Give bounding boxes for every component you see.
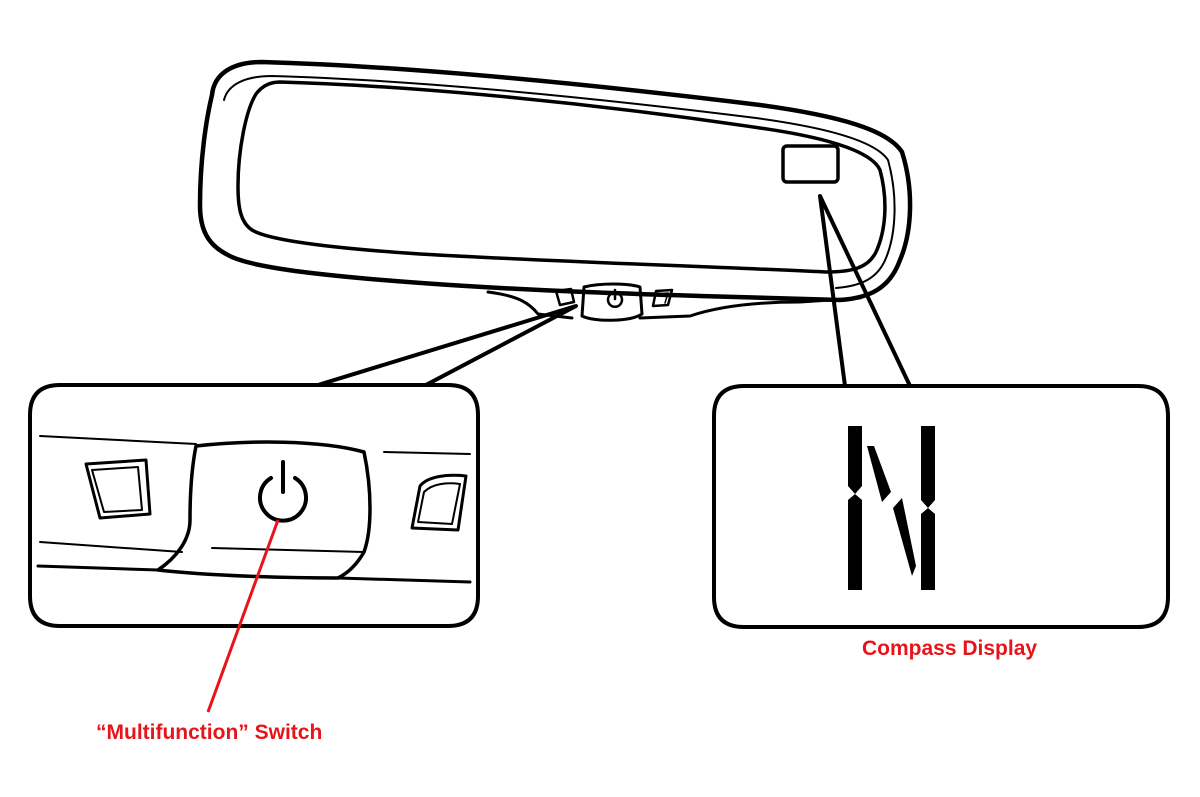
rearview-mirror (197, 59, 913, 322)
mirror-glass-outline (236, 80, 887, 274)
compass-callout-leader (818, 194, 912, 388)
mirror-power-icon (606, 292, 624, 308)
compass-callout: N (712, 194, 1170, 629)
mirror-bevel-line (223, 75, 896, 289)
detail-left-button (84, 458, 152, 520)
detail-right-button (410, 473, 468, 532)
compass-display-label: Compass Display (862, 637, 1038, 660)
mirror-bottom-trim-right (638, 296, 862, 320)
switch-callout (28, 304, 578, 713)
switch-callout-leader (316, 304, 578, 388)
mirror-right-button (651, 288, 674, 308)
switch-callout-box (28, 383, 480, 628)
switch-pad (156, 440, 372, 580)
mirror-switch-housing (580, 282, 644, 322)
multifunction-switch-label: “Multifunction” Switch (96, 721, 323, 744)
switch-label-leader (206, 519, 280, 713)
mirror-housing-outline (197, 59, 913, 303)
compass-heading-segments (848, 426, 935, 590)
mirror-left-button (554, 287, 576, 307)
power-icon (258, 460, 308, 523)
compass-callout-box (712, 384, 1170, 629)
mirror-bottom-trim (486, 290, 574, 320)
compass-display-window (781, 144, 840, 184)
